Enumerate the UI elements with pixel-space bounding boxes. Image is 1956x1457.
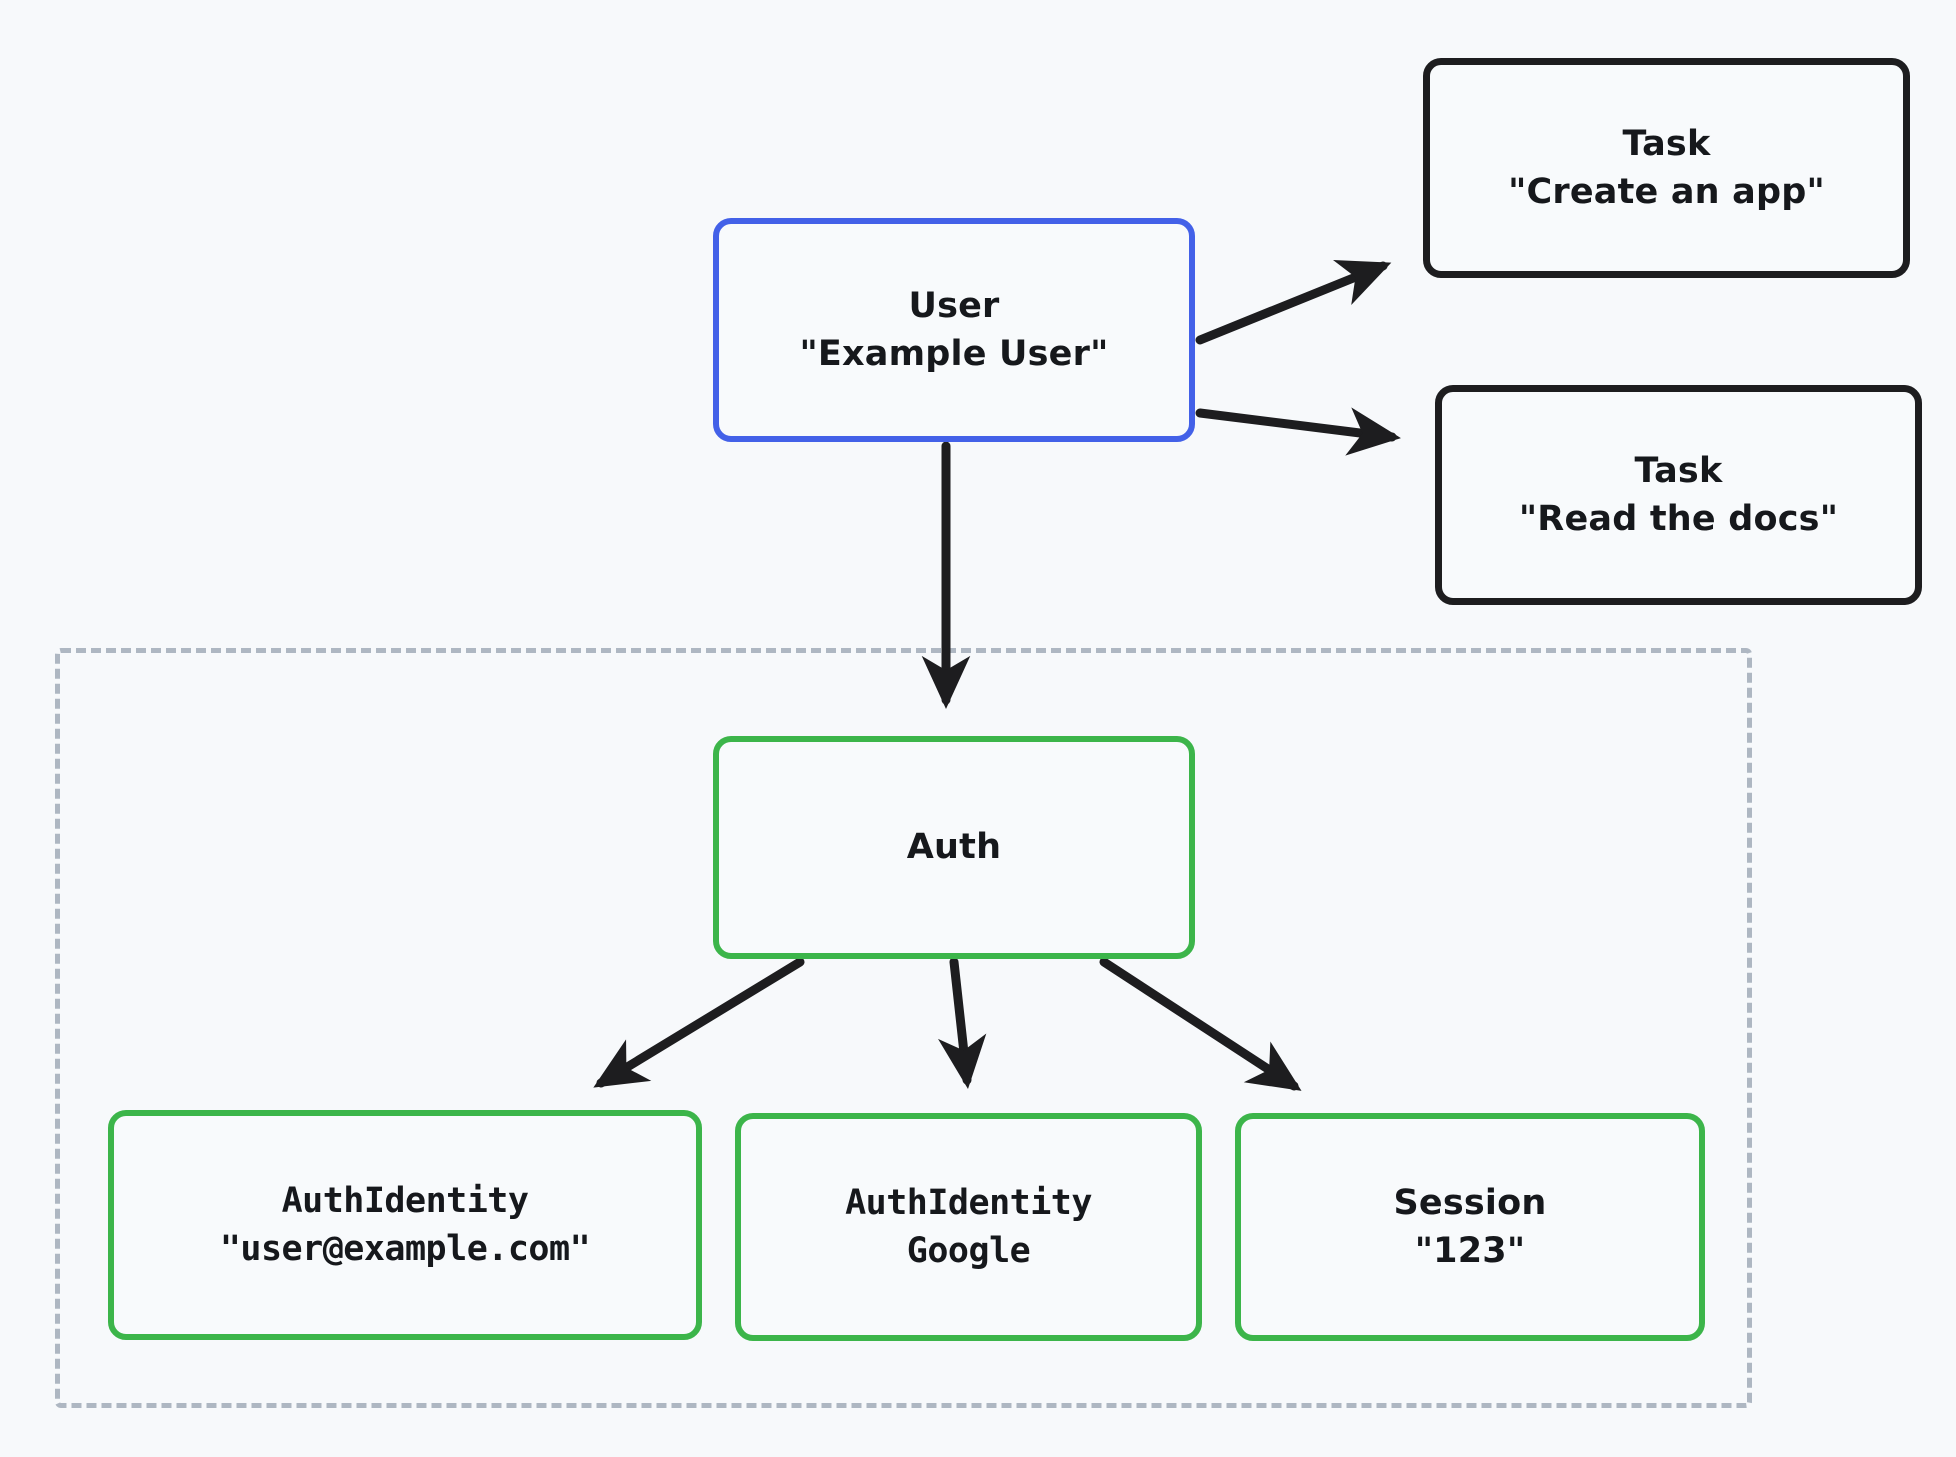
node-authidentity-google-title: AuthIdentity (845, 1182, 1092, 1223)
node-session[interactable]: Session "123" (1235, 1113, 1705, 1341)
node-auth[interactable]: Auth (713, 736, 1195, 959)
node-task-read-docs-subtitle: "Read the docs" (1518, 499, 1839, 539)
node-user[interactable]: User "Example User" (713, 218, 1195, 442)
node-authidentity-google-subtitle: Google (906, 1231, 1031, 1271)
auth-subsystem-group (55, 648, 1752, 1408)
node-authidentity-email-subtitle: "user@example.com" (219, 1229, 591, 1269)
node-task-create-app-title: Task (1622, 123, 1711, 164)
node-user-subtitle: "Example User" (799, 334, 1109, 374)
edge-user-to-task-create-app (1195, 260, 1392, 345)
node-auth-title: Auth (906, 827, 1002, 868)
edge-user-to-task-read-docs (1195, 407, 1401, 456)
node-task-read-docs[interactable]: Task "Read the docs" (1435, 385, 1922, 605)
node-session-title: Session (1393, 1182, 1547, 1223)
node-authidentity-google[interactable]: AuthIdentity Google (735, 1113, 1202, 1341)
node-session-subtitle: "123" (1414, 1231, 1526, 1271)
node-user-title: User (908, 285, 1000, 326)
node-task-create-app-subtitle: "Create an app" (1508, 172, 1825, 212)
node-task-read-docs-title: Task (1634, 450, 1723, 491)
node-authidentity-email-title: AuthIdentity (281, 1180, 529, 1221)
node-authidentity-email[interactable]: AuthIdentity "user@example.com" (108, 1110, 702, 1340)
node-task-create-app[interactable]: Task "Create an app" (1423, 58, 1910, 278)
